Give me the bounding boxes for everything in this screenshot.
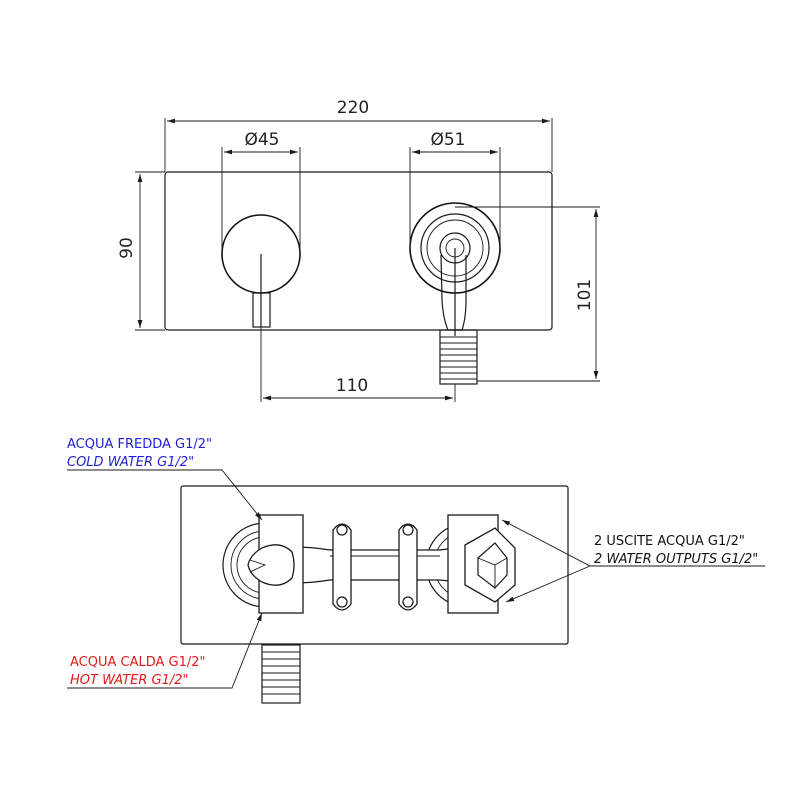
right-mounting-bracket (398, 523, 418, 611)
left-valve-body (247, 514, 304, 614)
label-outputs-en: 2 WATER OUTPUTS G1/2" (594, 552, 758, 567)
dim-width: 220 (337, 98, 369, 118)
dim-height: 90 (117, 237, 137, 259)
dim-110: 110 (336, 376, 368, 396)
label-hot-it: ACQUA CALDA G1/2" (70, 655, 206, 670)
label-cold-it: ACQUA FREDDA G1/2" (67, 437, 212, 452)
leader-cold (67, 469, 263, 521)
leader-hot (67, 612, 263, 689)
leader-outputs-b (505, 565, 591, 603)
dim-dia51: Ø51 (430, 130, 465, 150)
label-outputs-it: 2 USCITE ACQUA G1/2" (594, 534, 745, 549)
section-plate (180, 485, 569, 645)
section-threaded-inlet (261, 644, 301, 704)
right-mixer (409, 202, 501, 336)
label-hot-en: HOT WATER G1/2" (70, 673, 189, 688)
front-view: 220 90 Ø45 (117, 98, 600, 402)
right-valve-body (447, 514, 516, 614)
dim-101: 101 (575, 279, 595, 311)
section-view (67, 469, 765, 704)
dim-dia45: Ø45 (244, 130, 279, 150)
front-plate (164, 171, 553, 331)
front-threaded-outlet (439, 329, 478, 385)
left-mounting-bracket (332, 523, 352, 611)
label-cold-en: COLD WATER G1/2" (67, 455, 194, 470)
